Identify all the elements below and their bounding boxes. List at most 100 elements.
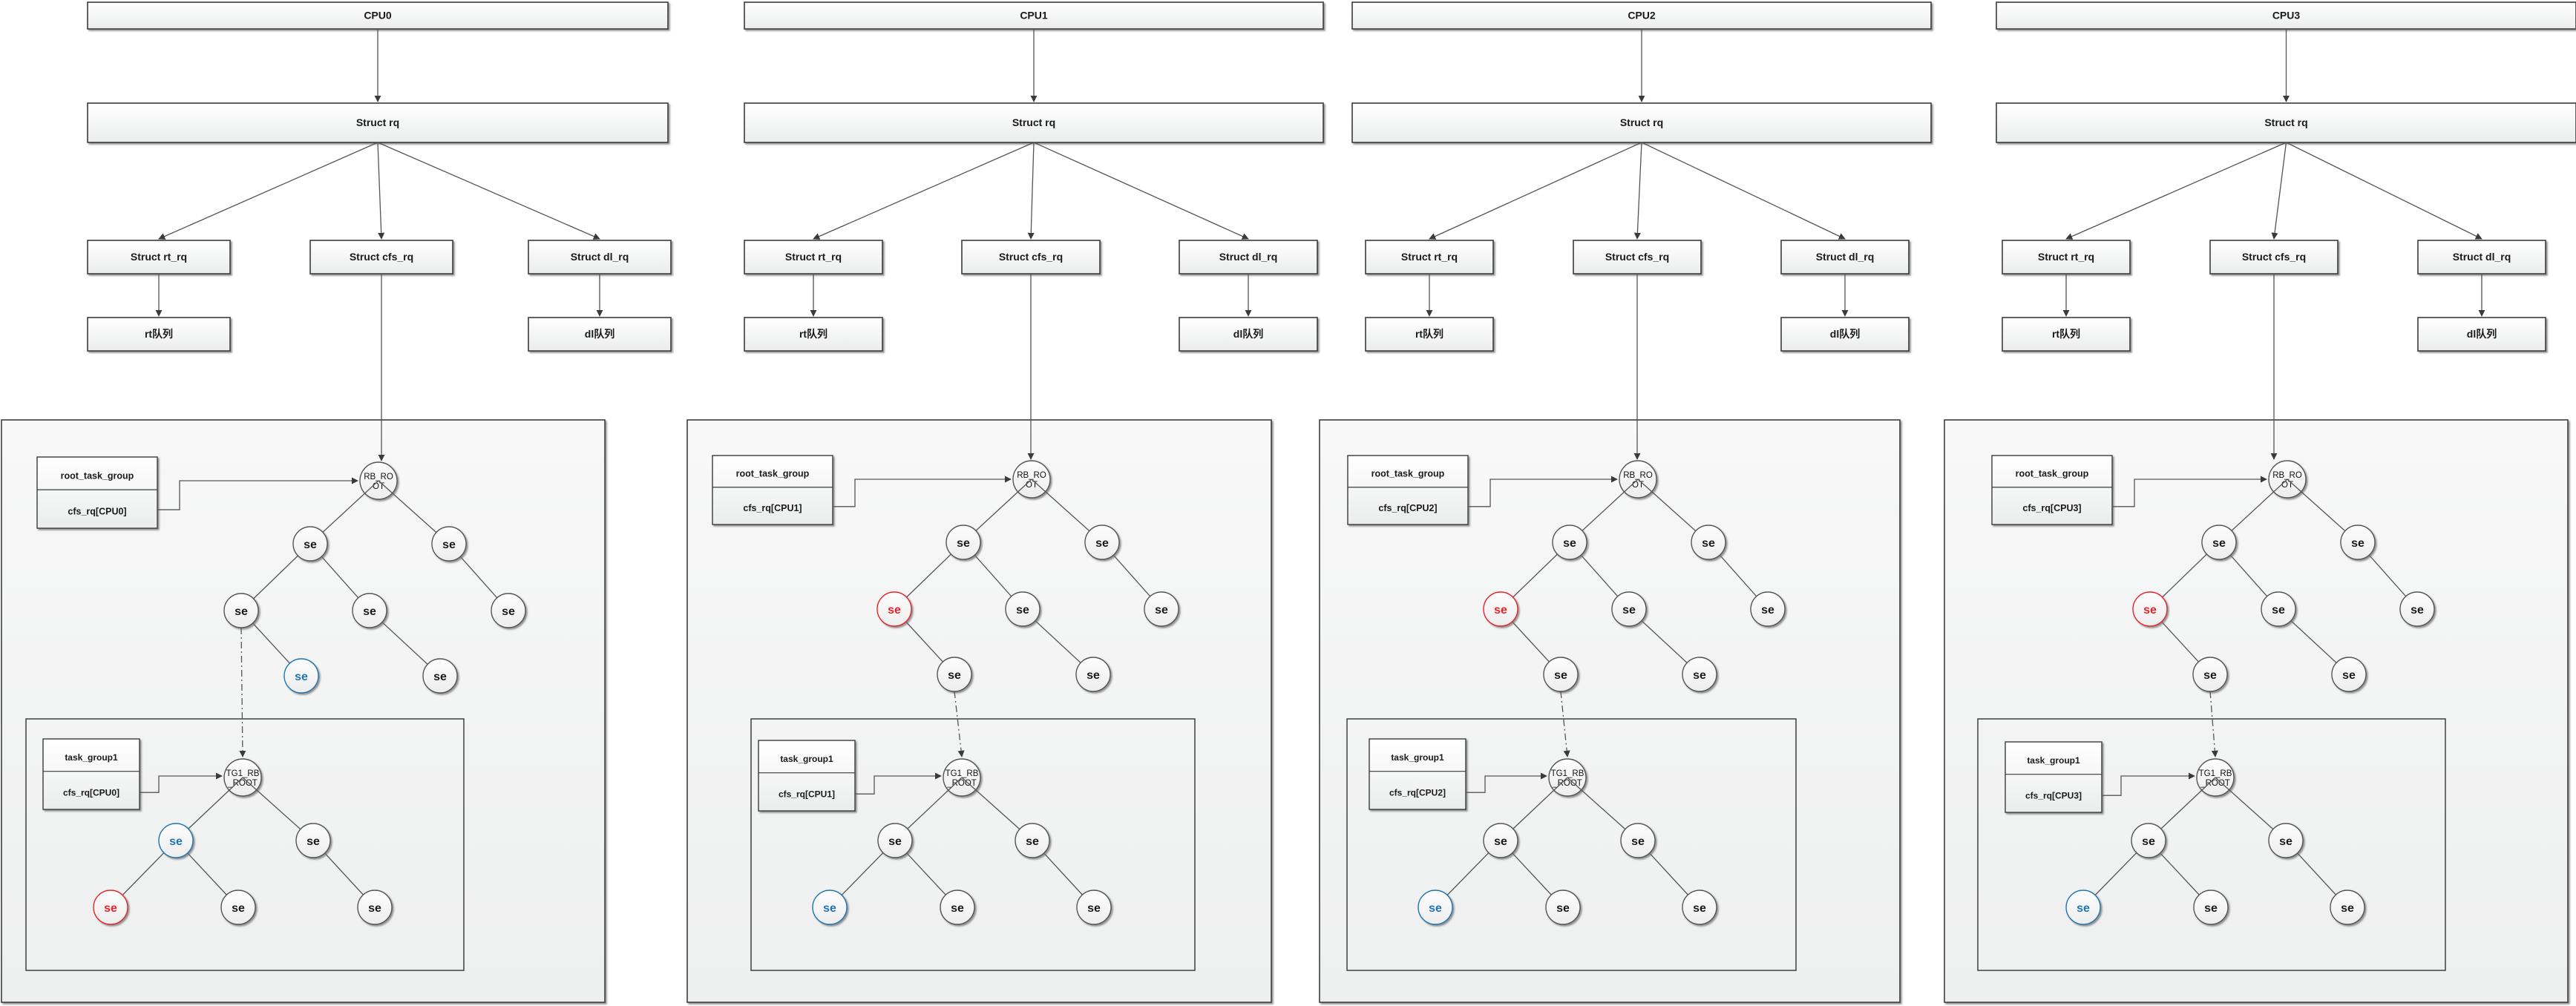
dl-queue-box-2-label: dl队列 [1830,328,1860,340]
se-node-2-2[interactable] [1483,591,1518,627]
inner-se-node-2-0-label: se [1494,835,1507,848]
rb-root-node-3-label-line1: RB_RO [2272,471,2302,480]
struct-cfs-rq-box-1 [961,240,1101,274]
struct-rq-box-3-label: Struct rq [2264,116,2307,128]
se-node-1-3-label: se [1016,604,1029,617]
task-group1-label-0-container [42,738,140,810]
root-task-group-label-2: root_task_group [1371,469,1445,479]
dl-queue-box-0-label: dl队列 [585,328,614,340]
edge-rq-to-cfs-3 [2271,142,2287,240]
tg1-rb-root-node-1-label-line2: _ROOT [946,779,977,788]
task-group1-cfs-rq-label-1: cfs_rq[CPU1] [779,789,835,800]
inner-se-node-3-1-label: se [2279,835,2292,848]
edge-group-to-rbroot-0 [157,477,358,510]
se-node-2-1[interactable] [1691,525,1726,560]
rb-root-node-1-label-line1: RB_RO [1017,471,1046,480]
se-node-1-3[interactable] [1005,591,1040,627]
rt-queue-box-2 [1365,317,1494,352]
struct-cfs-rq-box-0 [309,240,453,274]
se-node-3-2[interactable] [2132,591,2168,627]
edge-rq-to-rt-2 [1429,142,1642,240]
se-node-2-2-label: se [1494,604,1507,617]
cpu-box-3-label: CPU3 [2272,10,2301,22]
inner-se-node-1-4[interactable] [1076,890,1112,925]
rb-root-node-1-label-line2: OT [1026,481,1038,490]
root-task-group-label-0: root_task_group [61,470,134,481]
cpu-box-1 [744,1,1324,30]
inner-se-node-2-0[interactable] [1483,823,1518,858]
se-node-0-5[interactable] [284,658,319,694]
inner-se-node-2-3[interactable] [1545,890,1581,925]
se-node-0-1-label: se [442,539,456,551]
struct-rt-rq-box-2-label: Struct rt_rq [1401,251,1458,263]
se-node-3-0[interactable] [2201,525,2237,560]
inner-se-node-1-2[interactable] [812,890,848,925]
se-node-0-4[interactable] [491,593,526,628]
edge-rq-to-cfs-1 [1027,142,1035,240]
se-node-2-4[interactable] [1750,591,1786,627]
se-node-3-5-label: se [2203,669,2217,682]
rb-root-node-0-label-line1: RB_RO [364,473,393,481]
se-node-1-0[interactable] [945,525,981,560]
inner-se-node-0-1[interactable] [295,823,331,858]
cpu-box-2 [1351,1,1932,30]
inner-se-node-0-2[interactable] [93,890,128,925]
se-node-3-3[interactable] [2261,591,2296,627]
inner-se-node-0-3[interactable] [220,890,256,925]
tg1-rb-root-node-3-label-line1: TG1_RB [2199,769,2232,778]
inner-se-node-0-0[interactable] [158,823,194,858]
se-node-2-3-label: se [1622,604,1636,617]
root-task-group-label-2-container [1347,455,1469,525]
edge-rq-to-rt-1 [813,142,1035,240]
se-node-2-6-label: se [1693,669,1706,682]
rt-queue-box-0-label: rt队列 [145,328,173,340]
se-node-3-1[interactable] [2340,525,2376,560]
se-node-0-0-label: se [304,539,317,551]
inner-se-node-3-4[interactable] [2330,890,2365,925]
cpu-box-0-label: CPU0 [364,10,392,22]
inner-se-node-3-1[interactable] [2268,823,2304,858]
inner-se-node-2-1[interactable] [1620,823,1656,858]
inner-se-node-1-1[interactable] [1015,823,1050,858]
inner-se-node-3-2[interactable] [2065,890,2101,925]
inner-se-node-3-0[interactable] [2131,823,2166,858]
root-task-group-label-3: root_task_group [2016,469,2089,479]
se-node-1-5-label: se [948,669,961,682]
inner-se-node-1-0[interactable] [877,823,913,858]
se-node-0-3[interactable] [352,593,387,628]
inner-se-node-2-1-label: se [1631,835,1645,848]
se-node-1-6[interactable] [1075,657,1111,692]
root-task-group-cfs-rq-label-3: cfs_rq[CPU3] [2022,503,2081,513]
edge-task-group1-to-tg1-root-0 [140,772,223,793]
struct-rq-box-1-label: Struct rq [1012,116,1055,128]
se-node-1-4[interactable] [1144,591,1179,627]
task-group1-label-0: task_group1 [65,752,118,763]
se-node-0-6[interactable] [422,658,458,694]
se-node-3-4[interactable] [2399,591,2435,627]
inner-se-node-0-4[interactable] [357,890,393,925]
edge-rq-to-dl-1 [1033,142,1249,240]
se-node-3-6[interactable] [2331,657,2367,692]
inner-se-node-1-3[interactable] [940,890,975,925]
se-node-0-1[interactable] [431,526,467,562]
struct-rq-box-0-label: Struct rq [356,116,399,128]
se-node-2-0[interactable] [1552,525,1587,560]
inner-se-node-0-4-label: se [368,902,381,915]
inner-se-node-1-0-label: se [888,835,902,848]
se-node-1-4-label: se [1155,604,1168,617]
struct-cfs-rq-box-3-label: Struct cfs_rq [2242,251,2306,263]
se-node-1-1[interactable] [1084,525,1120,560]
se-node-2-3[interactable] [1611,591,1647,627]
inner-se-node-0-0-label: se [169,835,183,848]
se-node-0-0[interactable] [292,526,328,562]
se-node-1-2[interactable] [876,591,912,627]
inner-se-node-2-2[interactable] [1418,890,1453,925]
task-group-panel-0 [25,718,465,971]
struct-rq-box-0 [87,102,669,143]
inner-se-node-3-3[interactable] [2193,890,2229,925]
inner-se-node-1-2-label: se [823,902,836,915]
se-node-2-6[interactable] [1682,657,1717,692]
inner-se-node-0-3-label: se [232,902,245,915]
inner-se-node-3-0-label: se [2142,835,2155,848]
inner-se-node-2-4[interactable] [1682,890,1717,925]
